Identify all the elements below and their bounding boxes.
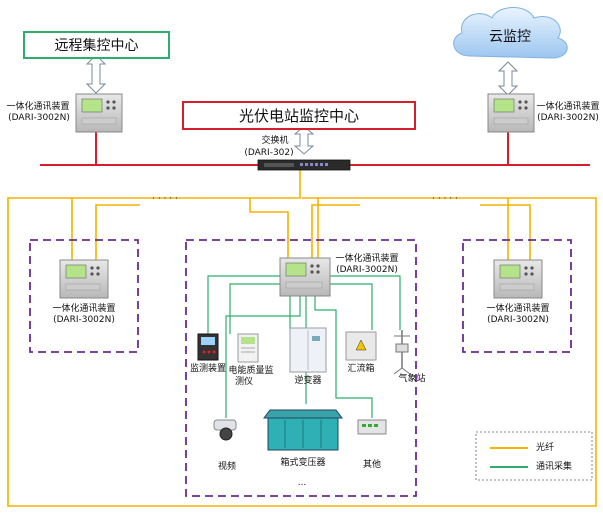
- combiner-label: 汇流箱: [347, 364, 375, 374]
- device-left-zone-name: 一体化通讯装置: [52, 304, 116, 314]
- device-right-zone-name: 一体化通讯装置: [486, 304, 550, 314]
- weather-station-icon: [393, 330, 411, 375]
- device-left-zone-model: (DARI-3002N): [53, 315, 115, 325]
- camera-icon: [213, 419, 237, 441]
- cloud-label: 云监控: [489, 29, 531, 45]
- combiner-box-icon: [345, 331, 377, 361]
- switch-name: 交换机: [261, 136, 289, 146]
- device-center-zone-name: 一体化通讯装置: [335, 254, 399, 264]
- dots-right: · · · · ·: [432, 194, 458, 204]
- switch-model: (DARI-302): [244, 148, 294, 158]
- fiber-loop: [7, 165, 597, 507]
- dots-left: · · · · ·: [152, 194, 178, 204]
- other-device-icon: [357, 419, 387, 435]
- device-right-zone-icon: [493, 259, 543, 299]
- device-top-right-icon: [487, 93, 535, 133]
- device-center-zone-icon: [279, 257, 331, 297]
- inverter-icon: [289, 327, 327, 373]
- pv-monitoring-center: 光伏电站监控中心: [185, 104, 413, 127]
- device-right-zone-model: (DARI-3002N): [487, 315, 549, 325]
- device-top-left-icon: [75, 93, 123, 133]
- device-top-right-name: 一体化通讯装置: [536, 102, 600, 112]
- cloud-icon: [453, 7, 568, 59]
- legend-comm: 通讯采集: [536, 462, 573, 472]
- inverter-label: 逆变器: [294, 376, 322, 386]
- other-label: 其他: [362, 460, 381, 470]
- power-quality-label-1: 电能质量监: [228, 366, 274, 376]
- video-label: 视频: [217, 462, 236, 472]
- device-left-zone-icon: [59, 259, 109, 299]
- switch-icon: [257, 159, 351, 171]
- zone-frames: [29, 239, 572, 497]
- monitor-device-icon: [197, 333, 219, 361]
- legend-fiber: 光纤: [536, 443, 555, 453]
- monitor-label: 监测装置: [189, 364, 226, 374]
- box-transformer-label: 箱式变压器: [280, 458, 326, 468]
- remote-control-center: 远程集控中心: [26, 34, 167, 56]
- ellipsis-label: ...: [297, 478, 307, 488]
- device-top-left-model: (DARI-3002N): [8, 113, 70, 123]
- weather-label: 气象站: [398, 374, 426, 384]
- legend-frame: [475, 431, 593, 481]
- device-top-left-name: 一体化通讯装置: [6, 102, 70, 112]
- box-transformer-icon: [263, 409, 343, 451]
- arrows: [85, 54, 519, 155]
- device-center-zone-model: (DARI-3002N): [336, 265, 398, 275]
- power-quality-label-2: 测仪: [234, 377, 253, 387]
- power-quality-meter-icon: [237, 333, 259, 363]
- device-top-right-model: (DARI-3002N): [537, 113, 599, 123]
